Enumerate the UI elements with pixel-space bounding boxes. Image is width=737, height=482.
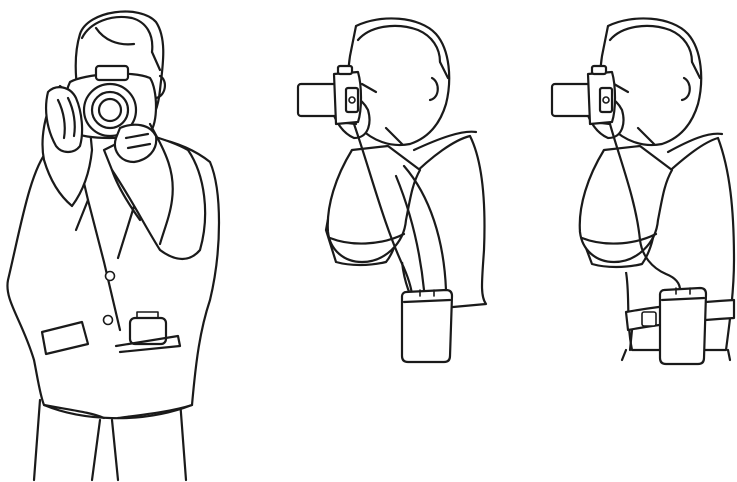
- shoulder-pouch-icon: [402, 290, 452, 362]
- camera-side-icon: [298, 66, 361, 124]
- photographer-side-shoulder-strap-icon: [298, 18, 486, 362]
- photographer-front-view-icon: [7, 12, 219, 480]
- jacket-button-icon: [104, 316, 113, 325]
- photographer-side-belt-pouch-icon: [552, 18, 734, 364]
- camera-side-icon: [552, 66, 615, 124]
- jacket-button-icon: [106, 272, 115, 281]
- belt-pouch-icon: [660, 288, 706, 364]
